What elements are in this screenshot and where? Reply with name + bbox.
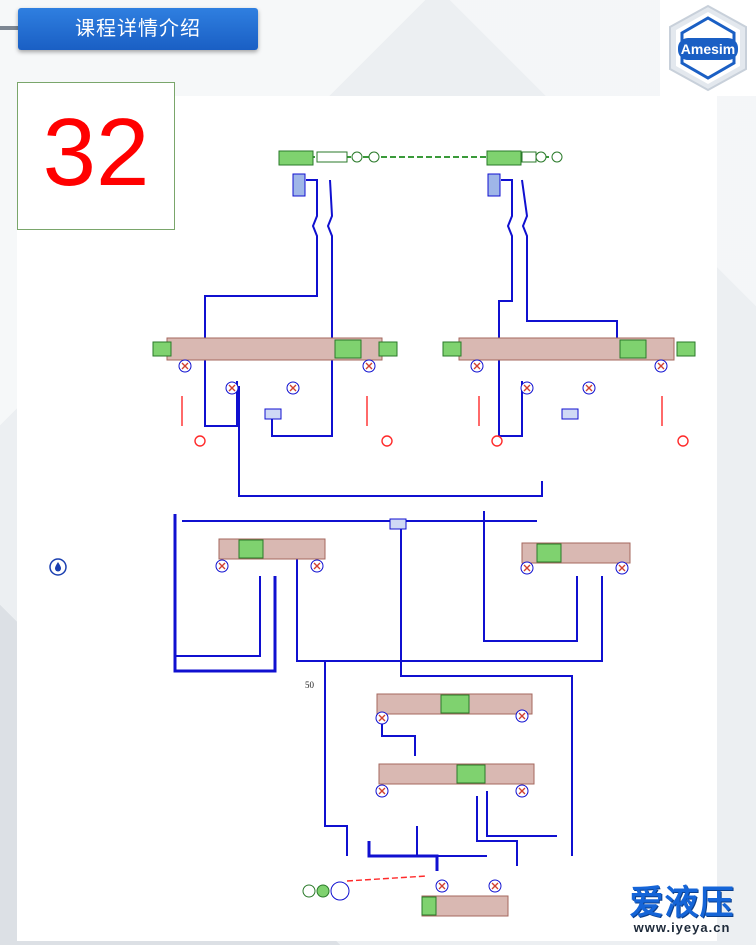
watermark-url: www.iyeya.cn — [633, 920, 731, 935]
diagram-canvas: 50 — [17, 96, 717, 941]
watermark: 爱液压 www.iyeya.cn — [614, 885, 750, 935]
hydraulic-circuit-diagram: 50 — [152, 150, 696, 917]
slide-number-box: 32 — [17, 82, 175, 230]
header-title: 课程详情介绍 — [18, 8, 258, 50]
water-drop-icon — [49, 558, 67, 581]
valve-blocks — [152, 337, 696, 917]
top-cylinders — [292, 173, 501, 197]
amesim-logo: Amesim — [660, 0, 756, 96]
pump-symbols — [178, 359, 668, 893]
diagram-annotation: 50 — [305, 680, 315, 690]
signal-lines — [181, 396, 689, 882]
slide-number: 32 — [42, 99, 150, 206]
watermark-name: 爱液压 — [629, 884, 735, 922]
hydraulic-lines — [173, 179, 618, 871]
motor-group — [302, 881, 350, 901]
logo-text: Amesim — [681, 41, 735, 57]
top-actuator-line — [278, 150, 563, 166]
